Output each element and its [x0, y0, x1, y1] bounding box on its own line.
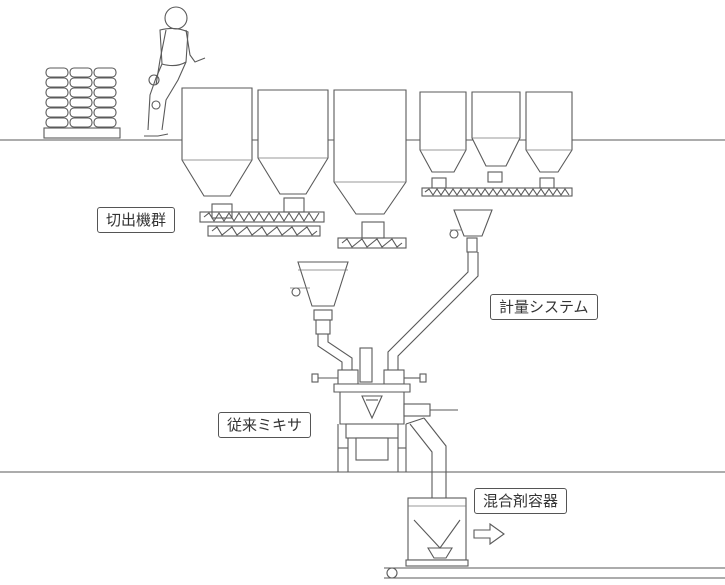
label-container: 混合剤容器 [474, 488, 568, 514]
discharge-chute [405, 417, 447, 482]
pipe-left [317, 334, 353, 376]
hopper-5 [471, 91, 521, 183]
feeder-screws-right [421, 187, 573, 197]
bag [93, 67, 117, 78]
hopper-2 [257, 89, 329, 213]
bag [93, 107, 117, 118]
bag [69, 77, 93, 88]
label-mixer: 従来ミキサ [218, 412, 312, 438]
bag [45, 97, 69, 108]
mixing-container [405, 482, 469, 567]
worker-figure [144, 6, 206, 137]
bag [93, 117, 117, 128]
stacked-bags [43, 67, 121, 139]
bag [69, 117, 93, 128]
bag [93, 77, 117, 88]
bag [45, 67, 69, 78]
bag [93, 87, 117, 98]
feeder-screws-left [199, 211, 407, 249]
bag [45, 117, 69, 128]
pipe-right [387, 252, 479, 376]
hopper-1 [181, 87, 253, 219]
hopper-3 [333, 89, 407, 239]
bag [45, 87, 69, 98]
mixer-unit [311, 347, 458, 472]
arrow-right-icon [473, 522, 505, 546]
hopper-6 [525, 91, 573, 189]
label-feeders: 切出機群 [97, 207, 176, 233]
roller-conveyor [384, 567, 725, 579]
weighing-hopper-left [290, 261, 349, 335]
label-weighing-system: 計量システム [490, 294, 598, 320]
bag [69, 107, 93, 118]
bag [45, 77, 69, 88]
bag [69, 67, 93, 78]
bag [93, 97, 117, 108]
weighing-hopper-right [449, 209, 493, 253]
bag [69, 97, 93, 108]
hopper-4 [419, 91, 467, 189]
bag [45, 107, 69, 118]
bag [69, 87, 93, 98]
